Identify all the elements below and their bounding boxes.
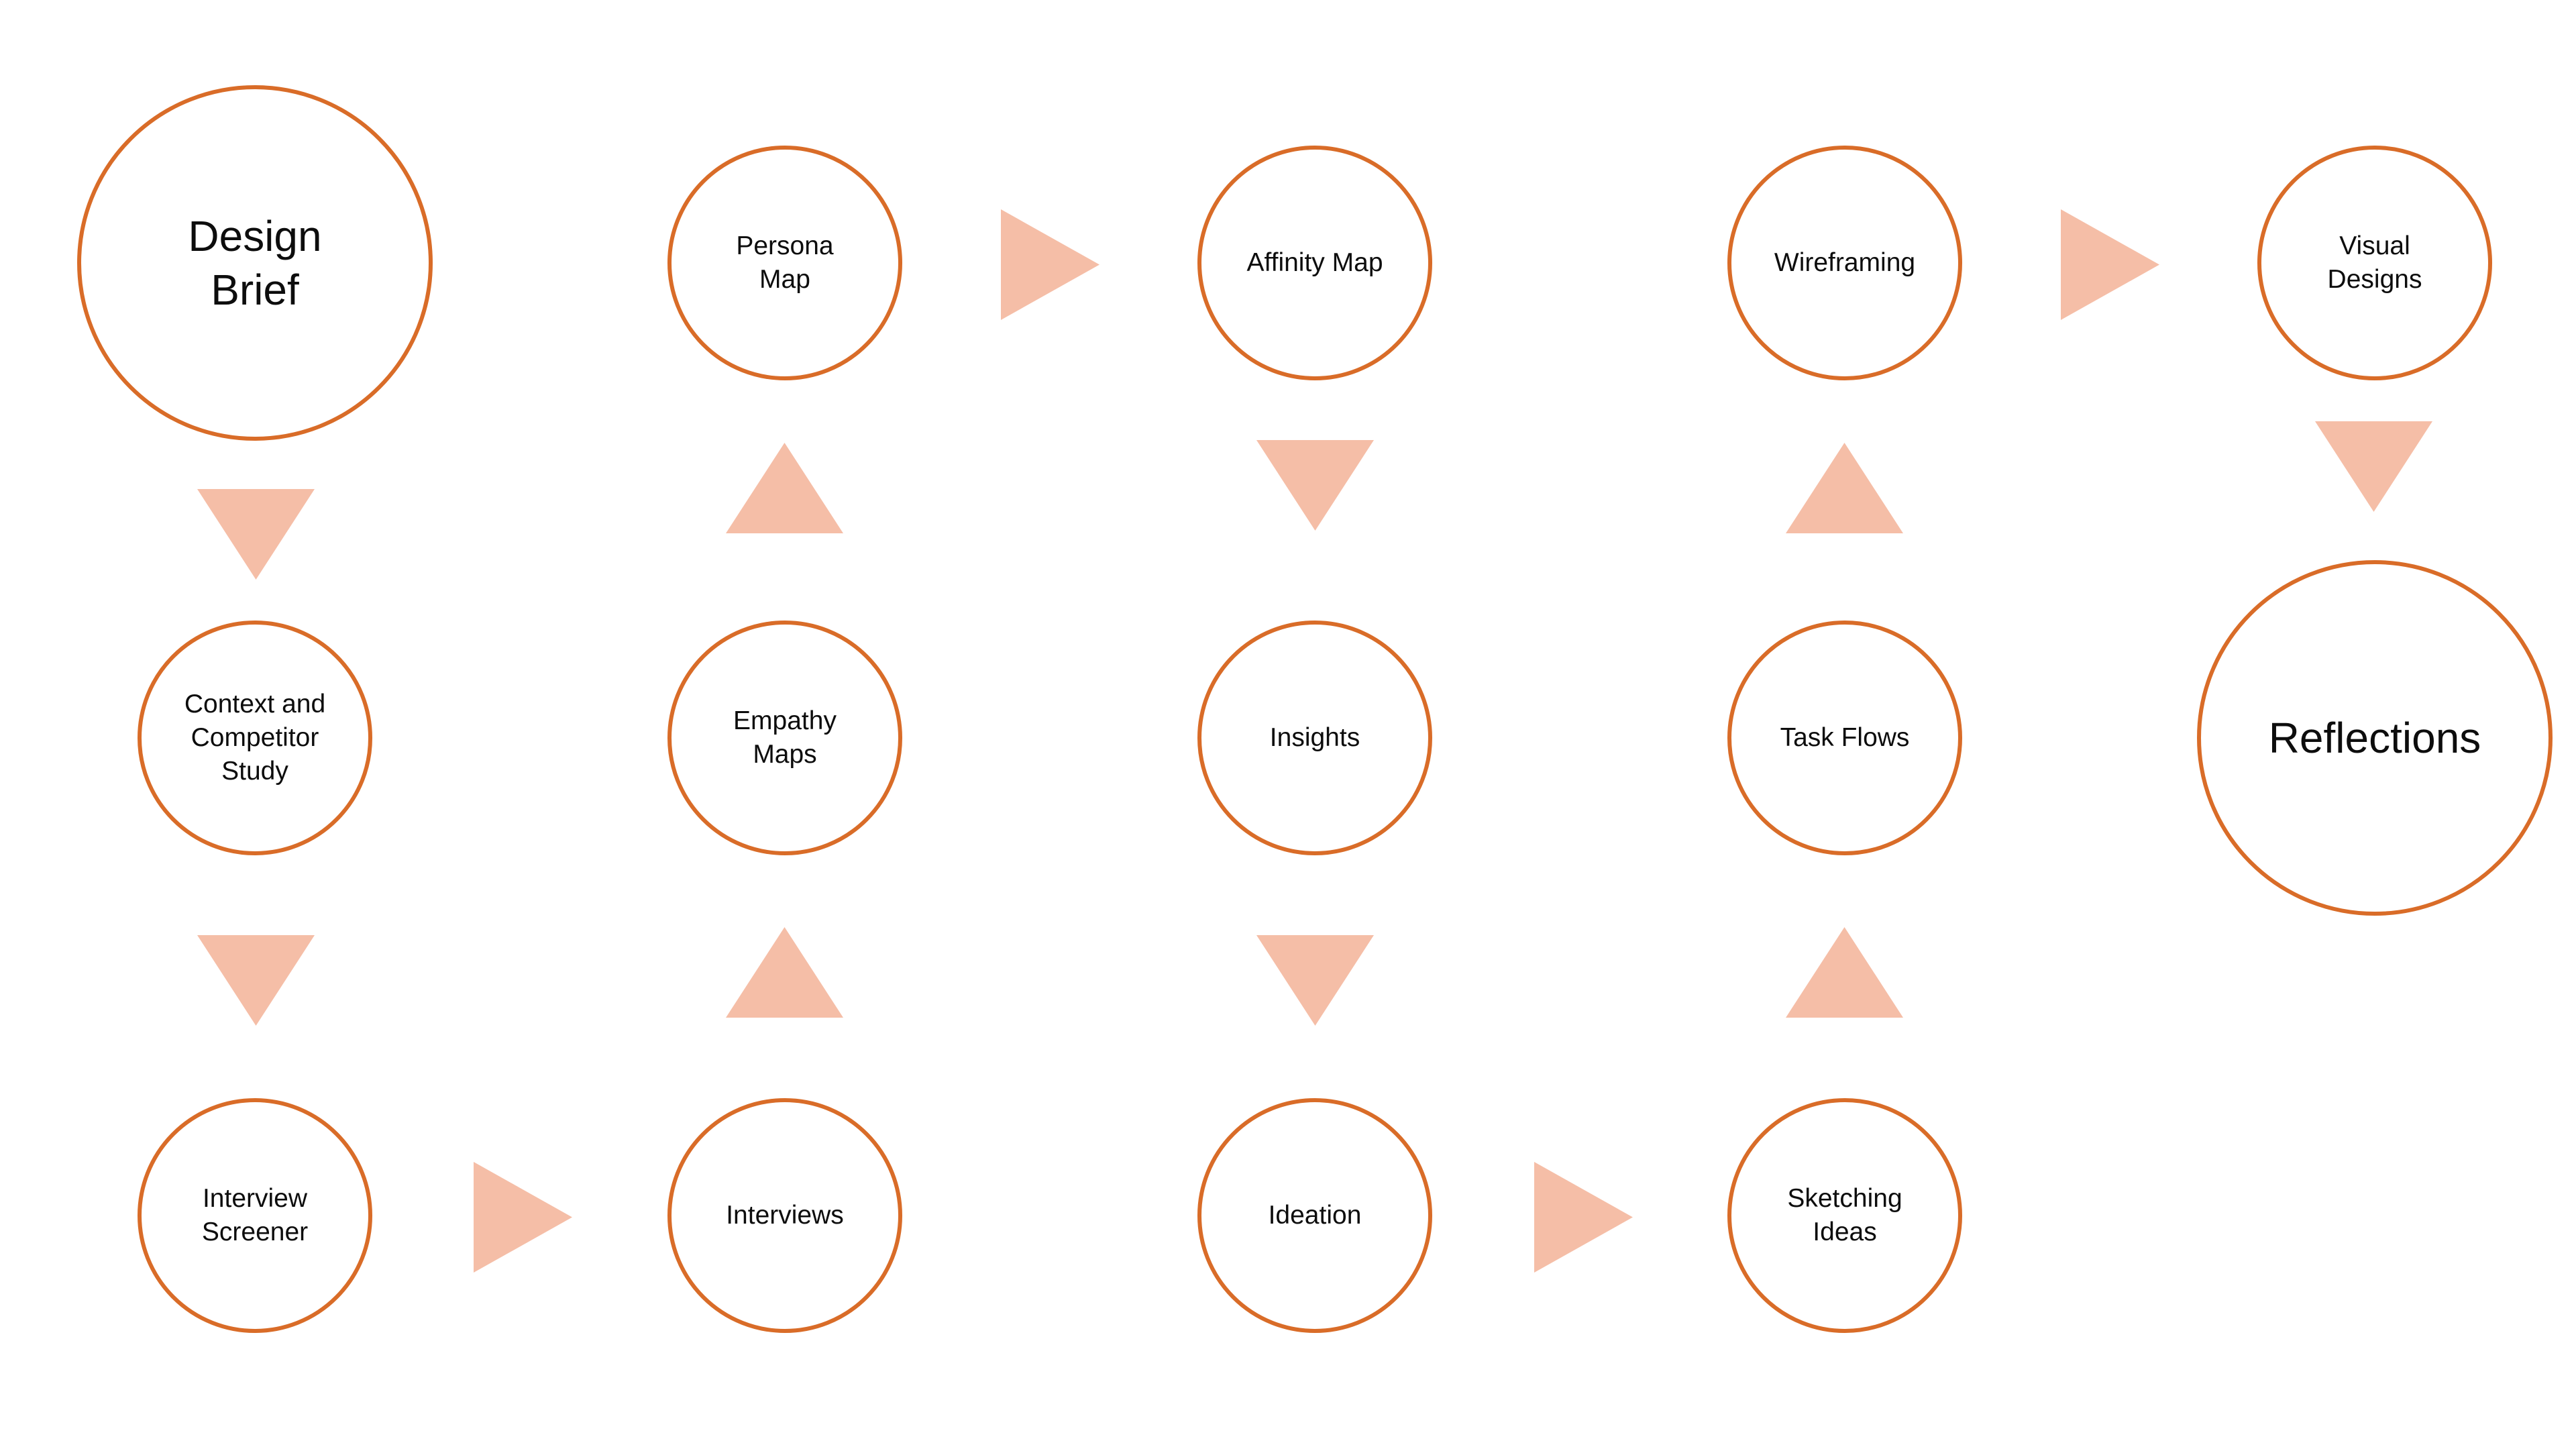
node-wireframing: Wireframing (1727, 146, 1962, 380)
arrow-right-icon-interview-screener-to-interviews (474, 1162, 572, 1273)
node-label-insights: Insights (1269, 723, 1360, 753)
node-label-visual-designs: Visual Designs (2327, 231, 2422, 294)
arrow-right-icon-wireframing-to-visual-designs (2061, 209, 2159, 320)
arrow-down-icon-visual-designs-to-reflections (2315, 421, 2432, 512)
node-ideation: Ideation (1197, 1098, 1432, 1333)
node-interview-screener: Interview Screener (138, 1098, 372, 1333)
arrow-up-icon-task-flows-to-wireframing (1786, 443, 1903, 533)
arrow-right-icon-ideation-to-sketching-ideas (1534, 1162, 1633, 1273)
node-interviews: Interviews (667, 1098, 902, 1333)
node-label-persona-map: Persona Map (736, 231, 834, 294)
node-label-design-brief: Design Brief (188, 212, 322, 314)
node-reflections: Reflections (2197, 560, 2553, 916)
arrow-up-icon-interviews-to-empathy-maps (726, 927, 843, 1018)
node-label-ideation: Ideation (1268, 1201, 1362, 1230)
node-context-and-competitor-study: Context and Competitor Study (138, 621, 372, 855)
node-empathy-maps: Empathy Maps (667, 621, 902, 855)
node-label-task-flows: Task Flows (1780, 723, 1910, 753)
node-label-empathy-maps: Empathy Maps (733, 706, 837, 769)
node-design-brief: Design Brief (77, 85, 433, 441)
node-label-wireframing: Wireframing (1774, 248, 1916, 278)
node-visual-designs: Visual Designs (2257, 146, 2492, 380)
node-affinity-map: Affinity Map (1197, 146, 1432, 380)
arrow-down-icon-insights-to-ideation (1256, 935, 1374, 1026)
node-label-reflections: Reflections (2268, 714, 2481, 762)
node-label-interview-screener: Interview Screener (201, 1184, 309, 1246)
arrow-down-icon-design-brief-to-context (197, 489, 315, 580)
arrow-up-icon-empathy-maps-to-persona-map (726, 443, 843, 533)
node-sketching-ideas: Sketching Ideas (1727, 1098, 1962, 1333)
node-insights: Insights (1197, 621, 1432, 855)
node-task-flows: Task Flows (1727, 621, 1962, 855)
node-label-sketching-ideas: Sketching Ideas (1787, 1184, 1902, 1246)
node-persona-map: Persona Map (667, 146, 902, 380)
arrow-right-icon-persona-map-to-affinity-map (1001, 209, 1099, 320)
node-label-context-and-competitor-study: Context and Competitor Study (184, 690, 326, 786)
node-label-interviews: Interviews (726, 1201, 844, 1230)
node-label-affinity-map: Affinity Map (1246, 248, 1383, 278)
arrow-down-icon-affinity-map-to-insights (1256, 440, 1374, 531)
arrow-down-icon-context-to-interview-screener (197, 935, 315, 1026)
arrow-up-icon-sketching-ideas-to-task-flows (1786, 927, 1903, 1018)
